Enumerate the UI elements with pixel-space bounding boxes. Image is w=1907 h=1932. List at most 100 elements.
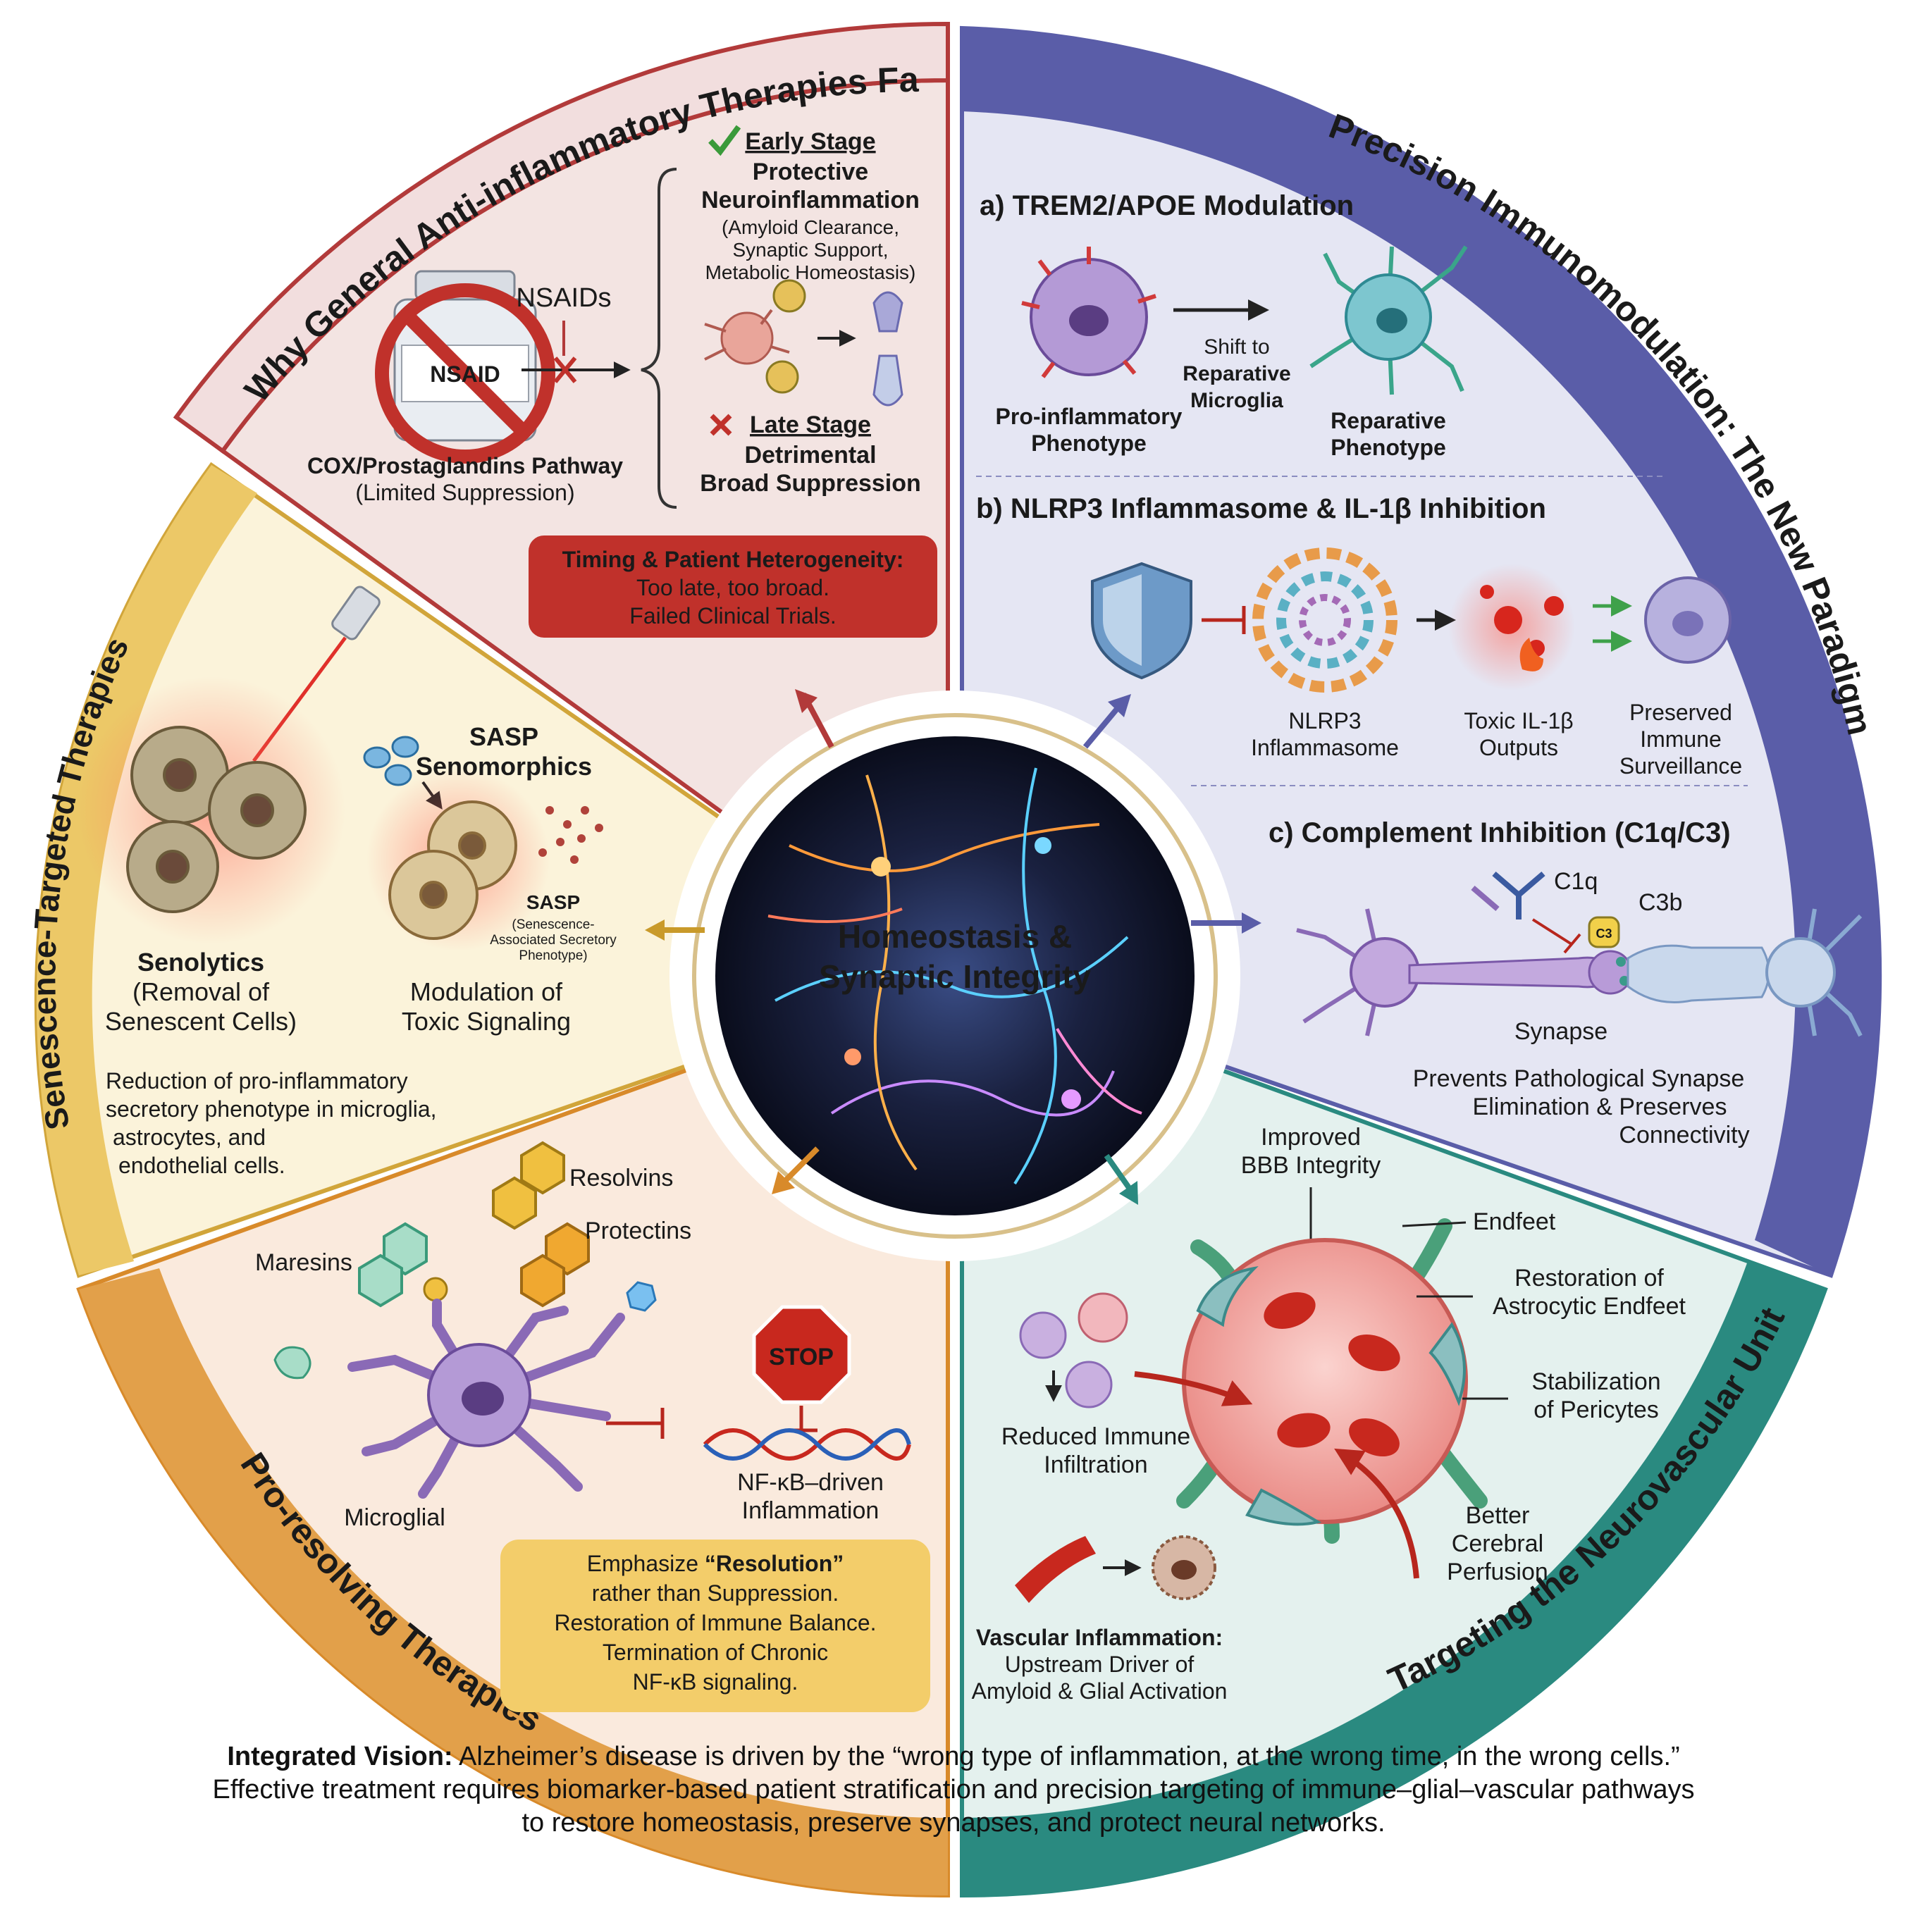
prevents-line-2: Elimination & Preserves (1473, 1094, 1727, 1120)
reparative-line-1: Reparative (1331, 408, 1446, 433)
c3-chip-label: C3 (1596, 927, 1612, 941)
prohibit-icon (375, 283, 555, 464)
early-line-1: Protective (753, 159, 868, 185)
bbb-line-2: BBB Integrity (1241, 1152, 1381, 1179)
reduced-line-1: Reduced Immune (1001, 1423, 1190, 1450)
receptor-ligand-icon (273, 1281, 657, 1380)
preserved-line-2: Immune (1640, 726, 1722, 752)
c1q-label: C1q (1554, 868, 1598, 895)
pericyte-icon (1196, 1265, 1466, 1526)
inflammasome-icon (1252, 547, 1397, 693)
immune-cell-icon (1644, 576, 1732, 664)
protectins-icon (520, 1222, 590, 1308)
emphasize-line-4: NF-κB signaling. (633, 1669, 798, 1695)
shift-line-1: Shift to (1204, 335, 1269, 359)
block-x-icon (553, 357, 577, 383)
maresins-icon (358, 1222, 428, 1308)
preserved-line-3: Surveillance (1619, 753, 1742, 779)
shift-line-3: Microglia (1190, 389, 1283, 412)
senolytics-line-1: Senolytics (137, 948, 264, 977)
reparative-microglia-icon (1309, 245, 1468, 395)
early-sub-2: Synaptic Support, (732, 239, 888, 261)
ligand-dot (423, 1277, 448, 1302)
emphasize-line-2: Restoration of Immune Balance. (554, 1610, 876, 1635)
antibody-icon (1471, 871, 1545, 919)
emphasize-line-1: rather than Suppression. (592, 1580, 839, 1606)
hub-title-line1: Homeostasis & (838, 918, 1072, 955)
nsaid-bottle-label: NSAID (430, 361, 500, 387)
nfkb-line-1: NF-κB–driven (737, 1469, 884, 1496)
reduction-line-4: endothelial cells. (118, 1153, 285, 1178)
perfusion-line-1: Better (1466, 1502, 1530, 1529)
synapse-icon (872, 291, 903, 407)
restoration-line-1: Restoration of (1514, 1265, 1664, 1292)
complement-c3b-icon (1588, 916, 1620, 948)
sasp-cell-icon (388, 800, 517, 940)
early-sub-1: (Amyloid Clearance, (722, 216, 899, 238)
pericytes-line-1: Stabilization (1531, 1368, 1660, 1395)
pro-inflammatory-microglia-icon (1021, 247, 1156, 378)
x-icon (710, 414, 732, 436)
immune-cells-icon (1019, 1292, 1128, 1408)
microglial-label: Microglial (344, 1504, 445, 1531)
arrow-to-proresolving (780, 1146, 820, 1186)
sasp-sub-1: (Senescence- (512, 917, 594, 932)
pro-inflammatory-line-2: Phenotype (1031, 431, 1147, 456)
senescent-cells-icon (126, 726, 307, 913)
sector-precision-band (962, 28, 1880, 1275)
resolvins-label: Resolvins (569, 1165, 673, 1191)
shield-icon (1091, 562, 1192, 680)
late-line-2: Broad Suppression (700, 470, 921, 497)
subsection-c-title: c) Complement Inhibition (C1q/C3) (1269, 817, 1731, 848)
cox-sub: (Limited Suppression) (355, 480, 574, 505)
arrow-to-precision (1082, 702, 1123, 749)
perfusion-line-2: Cerebral (1452, 1530, 1543, 1557)
subsection-b-title: b) NLRP3 Inflammasome & IL-1β Inhibition (976, 493, 1546, 524)
hub-ring-line (692, 713, 1218, 1239)
stop-label: STOP (769, 1344, 834, 1370)
nfkb-line-2: Inflammation (742, 1497, 880, 1524)
nlrp3-line-2: Inflammasome (1251, 735, 1399, 760)
integrated-vision-footer: Integrated Vision: Alzheimer’s disease i… (0, 1740, 1907, 1840)
footer-line-1: Integrated Vision: Alzheimer’s disease i… (0, 1740, 1907, 1773)
sector-proresolving-band (79, 1268, 948, 1896)
activated-glia-icon (1152, 1535, 1216, 1600)
synapse-label: Synapse (1514, 1018, 1607, 1045)
sasp-sub-2: Associated Secretory (490, 933, 617, 948)
late-stage-label: Late Stage (750, 411, 871, 438)
subsection-a-title: a) TREM2/APOE Modulation (980, 190, 1354, 221)
microglial-cell-icon (347, 1299, 625, 1499)
pericytes-line-2: of Pericytes (1533, 1397, 1659, 1423)
microglia-cluster-icon (704, 279, 806, 394)
sector-failed-band (173, 21, 950, 454)
arrow-to-neurovascular (1104, 1153, 1134, 1193)
timing-line-1: Timing & Patient Heterogeneity: (562, 547, 904, 572)
toxic-line-2: Outputs (1479, 735, 1558, 760)
late-line-1: Detrimental (744, 442, 876, 469)
infiltration-arrow (1134, 1371, 1253, 1406)
emphasize-bold: “Resolution” (705, 1551, 844, 1576)
sasp-title-1: SASP (469, 722, 538, 751)
nlrp3-line-1: NLRP3 (1288, 708, 1361, 733)
emphasize-prefix: Emphasize (587, 1551, 705, 1576)
early-sub-3: Metabolic Homeostasis) (705, 261, 916, 283)
resolvins-icon (492, 1141, 565, 1230)
footer-line-3: to restore homeostasis, preserve synapse… (522, 1808, 1385, 1838)
dna-icon (703, 1428, 911, 1461)
protectins-label: Protectins (585, 1218, 691, 1244)
stop-sign-icon (752, 1305, 851, 1404)
reparative-line-2: Phenotype (1331, 435, 1446, 460)
cytokine-burst-icon (1480, 585, 1564, 671)
timing-box (529, 535, 937, 638)
emphasize-line-0: Emphasize “Resolution” (587, 1551, 844, 1576)
reduction-line-1: Reduction of pro-inflammatory (106, 1068, 408, 1094)
senomorphic-molecules-icon (363, 736, 419, 786)
preserved-line-1: Preserved (1629, 700, 1732, 725)
emphasize-box (500, 1540, 930, 1712)
check-icon (708, 125, 741, 156)
emphasize-line-3: Termination of Chronic (603, 1640, 828, 1665)
early-stage-label: Early Stage (745, 128, 875, 155)
sasp-sub-3: Phenotype) (519, 948, 587, 963)
footer-line-2: Effective treatment requires biomarker-b… (212, 1775, 1695, 1804)
